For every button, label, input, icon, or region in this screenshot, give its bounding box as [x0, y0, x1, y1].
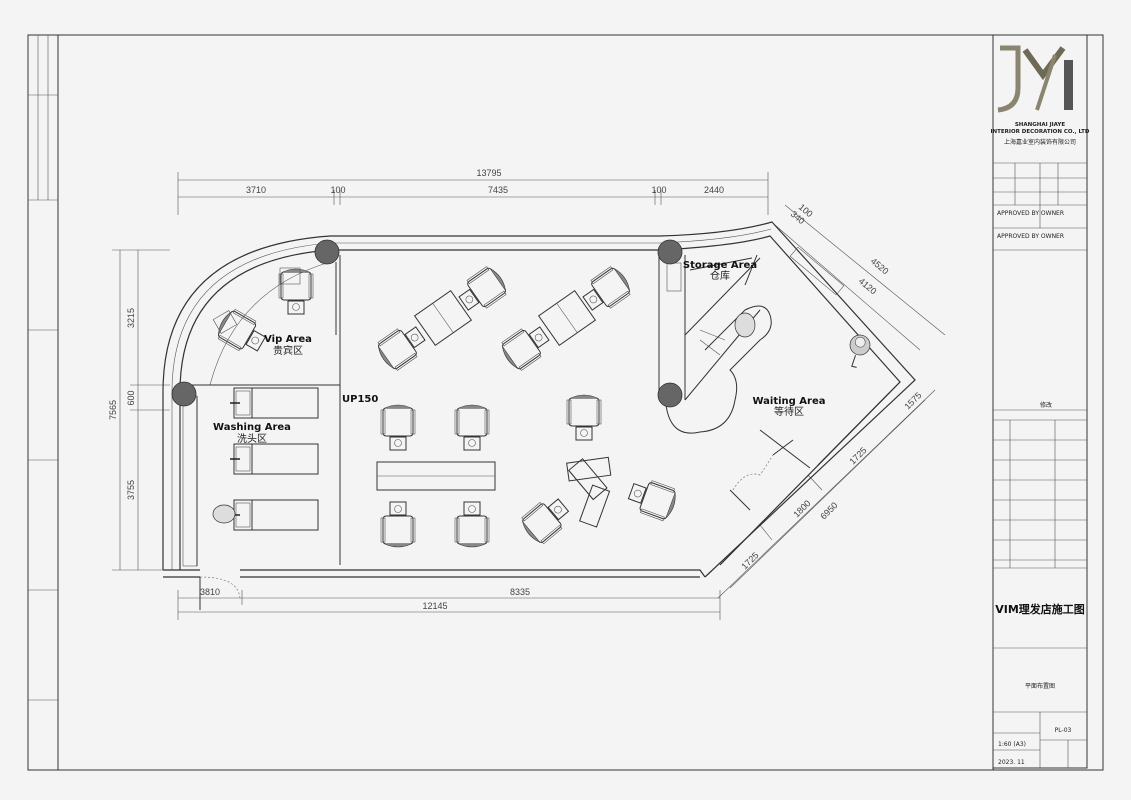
- vip-area-label-cn: 贵宾区: [273, 344, 303, 357]
- dim-top-total: 13795: [476, 168, 501, 178]
- dim-left-seg: 3755: [126, 480, 136, 500]
- vip-chair: [278, 268, 314, 315]
- washing-bed: [229, 499, 319, 531]
- styling-chair: [497, 319, 555, 374]
- scale: 1:60 (A3): [998, 741, 1026, 748]
- company-name-cn: 上海嘉业室内装饰有限公司: [1004, 138, 1076, 146]
- column: [657, 382, 683, 408]
- dim-front-seg: 1725: [847, 445, 868, 466]
- column: [171, 381, 197, 407]
- washing-area-label: Washing Area: [213, 422, 291, 433]
- drawing-number: PL-03: [1055, 727, 1072, 734]
- storage-area-label-cn: 仓库: [710, 269, 730, 282]
- dim-top-seg: 7435: [488, 185, 508, 195]
- styling-chair: [454, 501, 490, 548]
- company-logo: [997, 45, 1073, 113]
- dim-bottom-total: 12145: [422, 601, 447, 611]
- waiting-area-label-cn: 等待区: [774, 405, 804, 418]
- step-up-label: UP150: [342, 394, 378, 405]
- styling-chair: [566, 394, 602, 441]
- title-block: SHANGHAI JIAYE INTERIOR DECORATION CO., …: [991, 34, 1090, 769]
- project-title: VIM理发店施工图: [995, 602, 1085, 616]
- styling-chair: [577, 263, 635, 318]
- revision-label: 修改: [1040, 401, 1052, 409]
- column: [314, 239, 340, 265]
- dim-front-seg: 1725: [739, 550, 760, 571]
- waiting-area-label: Waiting Area: [752, 396, 825, 407]
- washing-area-label-cn: 洗头区: [237, 433, 267, 445]
- styling-chair: [453, 263, 511, 318]
- approved-owner-2: APPROVED BY OWNER: [997, 233, 1064, 240]
- date: 2023. 11: [998, 759, 1025, 766]
- styling-chair: [454, 404, 490, 451]
- dim-top-seg: 2440: [704, 185, 724, 195]
- stool: [212, 504, 236, 524]
- styling-table: [413, 289, 473, 347]
- company-name-en-2: INTERIOR DECORATION CO., LTD: [991, 129, 1090, 135]
- styling-chair: [624, 474, 680, 524]
- dim-front-total: 6950: [818, 500, 839, 521]
- dim-top-seg: 100: [651, 185, 666, 195]
- approved-owner-1: APPROVED BY OWNER: [997, 210, 1064, 217]
- dim-left-seg: 600: [126, 390, 136, 405]
- dim-right-small: 1575: [902, 390, 923, 411]
- dim-top-seg: 3710: [246, 185, 266, 195]
- dim-right-inner: 4120: [857, 276, 879, 297]
- company-name-en-1: SHANGHAI JIAYE: [1015, 122, 1066, 128]
- dim-top-seg: 100: [330, 185, 345, 195]
- styling-table: [537, 289, 597, 347]
- stool: [734, 312, 756, 338]
- drawing-name: 平面布置图: [1025, 682, 1055, 690]
- dim-front-seg: 1800: [791, 498, 812, 519]
- styling-chair: [373, 319, 431, 374]
- furniture: [212, 263, 871, 548]
- styling-chair: [380, 501, 416, 548]
- dim-bottom-seg: 3810: [200, 587, 220, 597]
- structural-columns: [171, 239, 683, 408]
- room-labels: Vip Area 贵宾区 Washing Area 洗头区 Storage Ar…: [213, 260, 825, 445]
- dim-bottom-seg: 8335: [510, 587, 530, 597]
- styling-chair: [380, 404, 416, 451]
- vip-area-label: Vip Area: [264, 334, 312, 345]
- column: [657, 239, 683, 265]
- styling-chair: [517, 491, 575, 548]
- dim-left-seg: 3215: [126, 308, 136, 328]
- waiting-armchair: [849, 334, 871, 368]
- washing-bed: [229, 443, 319, 475]
- dim-left-total: 7565: [108, 400, 118, 420]
- storage-area-label: Storage Area: [683, 260, 757, 271]
- washing-bed: [229, 387, 319, 419]
- dim-right-outer: 4520: [869, 256, 891, 277]
